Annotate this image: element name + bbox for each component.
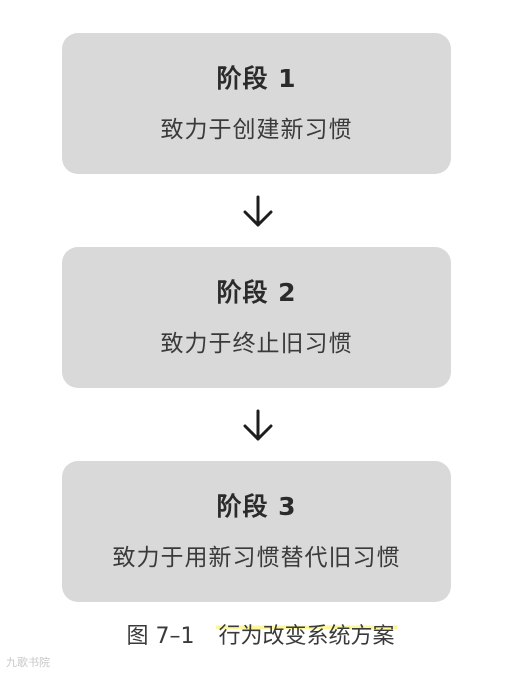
figure-number: 图 7–1 (126, 624, 195, 649)
stage-description: 致力于创建新习惯 (160, 117, 353, 143)
stage-title: 阶段 3 (216, 492, 297, 521)
stage-description: 致力于终止旧习惯 (160, 331, 353, 357)
arrow-down-icon (243, 195, 273, 227)
stage-box-2: 阶段 2 致力于终止旧习惯 (62, 247, 451, 388)
watermark: 九歌书院 (6, 656, 50, 669)
figure-caption: 图 7–1 行为改变系统方案 (0, 622, 523, 652)
stage-box-3: 阶段 3 致力于用新习惯替代旧习惯 (62, 461, 451, 602)
stage-title: 阶段 2 (216, 278, 297, 307)
arrow-down-icon (243, 409, 273, 441)
figure-title: 行为改变系统方案 (216, 624, 397, 649)
stage-title: 阶段 1 (216, 64, 297, 93)
stage-description: 致力于用新习惯替代旧习惯 (112, 545, 401, 571)
stage-box-1: 阶段 1 致力于创建新习惯 (62, 33, 451, 174)
